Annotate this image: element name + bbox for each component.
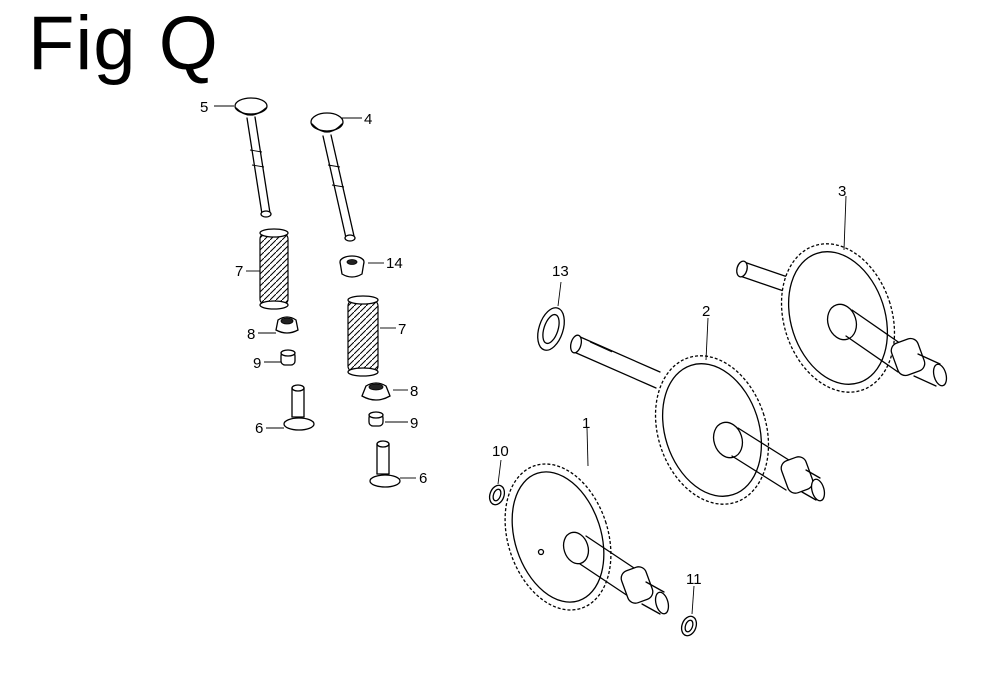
tappet-left	[283, 384, 315, 431]
spring-retainer-left	[275, 316, 299, 334]
callout-5: 5	[200, 99, 208, 116]
camshaft-3	[736, 243, 948, 393]
callout-10: 10	[492, 443, 509, 460]
valve-cotter-left	[280, 349, 296, 366]
callout-labels: 5 4 7 14 7 8 8 9 9 6 6 13 2 3 1 10 11	[200, 99, 846, 588]
callout-13: 13	[552, 263, 569, 280]
camshaft-1	[504, 463, 670, 615]
camshaft-2	[569, 334, 826, 505]
tappet-right	[369, 440, 401, 488]
thrust-washer	[537, 307, 565, 351]
callout-8-left: 8	[247, 326, 255, 343]
valve-spring-right	[347, 295, 379, 377]
callout-2: 2	[702, 303, 710, 320]
callout-11: 11	[686, 571, 702, 588]
callout-4: 4	[364, 111, 372, 128]
callout-6-left: 6	[255, 420, 263, 437]
callout-9-left: 9	[253, 355, 261, 372]
callout-9-right: 9	[410, 415, 418, 432]
leader-lines	[214, 105, 847, 615]
spring-retainer-right	[361, 382, 391, 401]
callout-7-left: 7	[235, 263, 243, 280]
callout-6-right: 6	[419, 470, 427, 487]
shaft-washer-left	[488, 484, 506, 506]
callout-3: 3	[838, 183, 846, 200]
valve-cotter-right	[368, 411, 384, 427]
valve-spring-left	[259, 228, 289, 310]
callout-7-right: 7	[398, 321, 406, 338]
figure-title: Fig Q	[28, 1, 219, 86]
valve-right	[310, 112, 356, 242]
valve-left	[234, 97, 272, 218]
stem-seal	[339, 255, 365, 278]
callout-14: 14	[386, 255, 403, 272]
shaft-washer-right	[680, 615, 698, 637]
callout-8-right: 8	[410, 383, 418, 400]
callout-1: 1	[582, 415, 590, 432]
